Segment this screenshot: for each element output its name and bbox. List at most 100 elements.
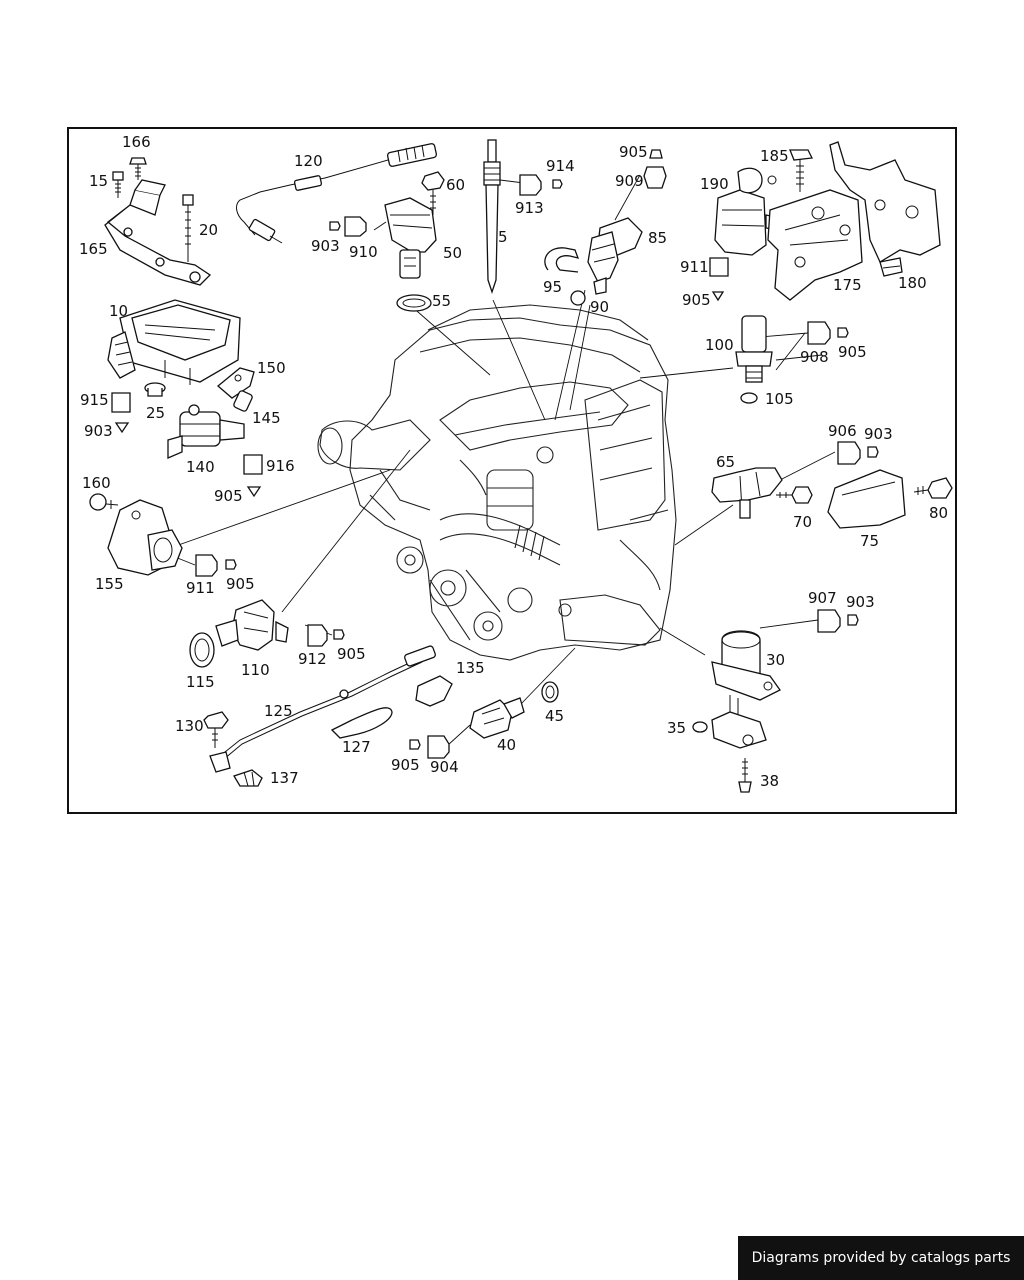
- callout-125: 125: [264, 702, 293, 720]
- clip-95-illustration: [544, 247, 580, 273]
- sensor-110-illustration: [215, 599, 289, 651]
- callout-160: 160: [82, 474, 111, 492]
- callout-155: 155: [95, 575, 124, 593]
- sensor-100-illustration: [735, 315, 773, 383]
- callout-905-lower-left: 905: [337, 645, 366, 663]
- bracket-175-illustration: [767, 189, 863, 301]
- part-145-illustration: [233, 390, 253, 412]
- harness-125-illustration: [209, 645, 436, 773]
- callout-38: 38: [760, 772, 779, 790]
- washer-35-illustration: [692, 721, 708, 733]
- callout-95: 95: [543, 278, 562, 296]
- ring-45-illustration: [541, 681, 559, 703]
- connector-907-illustration: [817, 609, 859, 633]
- bolt-15-illustration: [112, 171, 124, 198]
- callout-906: 906: [828, 422, 857, 440]
- callout-914: 914: [546, 157, 575, 175]
- callout-150: 150: [257, 359, 286, 377]
- callout-70: 70: [793, 513, 812, 531]
- callout-5: 5: [498, 228, 508, 246]
- bracket-180-illustration: [829, 141, 941, 277]
- callout-913: 913: [515, 199, 544, 217]
- footer-banner: Diagrams provided by catalogs parts: [738, 1236, 1024, 1280]
- callout-labels: 166 15 120 60 20 165 903 910 50 55 5 914…: [79, 133, 948, 790]
- callout-20: 20: [199, 221, 218, 239]
- bolt-185-illustration: [789, 149, 813, 192]
- callout-903-left: 903: [84, 422, 113, 440]
- bolt-70-illustration: [776, 486, 813, 504]
- sensor-40-illustration: [469, 697, 525, 739]
- callout-60: 60: [446, 176, 465, 194]
- bolt-60-illustration: [421, 171, 445, 215]
- callout-30: 30: [766, 651, 785, 669]
- callout-903-right-mid: 903: [864, 425, 893, 443]
- callout-905-left-mid: 905: [226, 575, 255, 593]
- callout-912: 912: [298, 650, 327, 668]
- sensor-50-illustration: [384, 197, 437, 279]
- callout-915: 915: [80, 391, 109, 409]
- callout-905-right: 905: [682, 291, 711, 309]
- callout-908: 908: [800, 348, 829, 366]
- glowplug-5-illustration: [483, 139, 501, 295]
- callout-903-lower-right: 903: [846, 593, 875, 611]
- clip-137-illustration: [233, 769, 263, 787]
- engine-assembly: [317, 304, 677, 661]
- bolt-130-illustration: [203, 711, 229, 748]
- callout-100: 100: [705, 336, 734, 354]
- ring-90-illustration: [570, 290, 586, 306]
- callout-905-top: 905: [619, 143, 648, 161]
- callout-35: 35: [667, 719, 686, 737]
- callout-166: 166: [122, 133, 151, 151]
- callout-903-top: 903: [311, 237, 340, 255]
- connector-911b-illustration: [195, 554, 237, 577]
- callout-75: 75: [860, 532, 879, 550]
- bolt-38-illustration: [738, 758, 752, 793]
- connector-915-illustration: [111, 392, 131, 434]
- bolt-80-illustration: [913, 477, 953, 499]
- callout-175: 175: [833, 276, 862, 294]
- callout-185: 185: [760, 147, 789, 165]
- bolt-20-illustration: [182, 194, 194, 262]
- callout-180: 180: [898, 274, 927, 292]
- tie-127-illustration: [330, 707, 393, 739]
- ring-115-illustration: [189, 632, 215, 668]
- callout-85: 85: [648, 229, 667, 247]
- valve-140-illustration: [167, 404, 245, 459]
- connector-904-illustration: [409, 735, 450, 759]
- sensor-30-illustration: [711, 630, 781, 749]
- sensor-85-illustration: [587, 217, 643, 295]
- callout-50: 50: [443, 244, 462, 262]
- grommet-25-illustration: [144, 382, 166, 397]
- callout-916: 916: [266, 457, 295, 475]
- callout-10: 10: [109, 302, 128, 320]
- callout-135: 135: [456, 659, 485, 677]
- callout-127: 127: [342, 738, 371, 756]
- callout-115: 115: [186, 673, 215, 691]
- callout-911-right: 911: [680, 258, 709, 276]
- bolt-166-illustration: [129, 157, 147, 180]
- connector-910-illustration: [329, 216, 367, 237]
- callout-140: 140: [186, 458, 215, 476]
- washer-105-illustration: [740, 392, 758, 404]
- callout-137: 137: [270, 769, 299, 787]
- callout-25: 25: [146, 404, 165, 422]
- connector-912-illustration: [307, 624, 345, 647]
- cover-75-illustration: [827, 469, 906, 529]
- connector-913-illustration: [519, 174, 563, 196]
- callout-15: 15: [89, 172, 108, 190]
- connector-909-illustration: [643, 149, 667, 189]
- callout-190: 190: [700, 175, 729, 193]
- callout-130: 130: [175, 717, 204, 735]
- connector-911a-illustration: [709, 257, 729, 302]
- callout-80: 80: [929, 504, 948, 522]
- connector-908-illustration: [807, 321, 849, 345]
- bolt-160-illustration: [89, 493, 119, 511]
- bracket-165-illustration: [104, 179, 212, 286]
- callout-911-left: 911: [186, 579, 215, 597]
- sensor-65-illustration: [711, 467, 783, 519]
- bracket-150-illustration: [216, 367, 255, 399]
- callout-110: 110: [241, 661, 270, 679]
- callout-45: 45: [545, 707, 564, 725]
- callout-910: 910: [349, 243, 378, 261]
- callout-40: 40: [497, 736, 516, 754]
